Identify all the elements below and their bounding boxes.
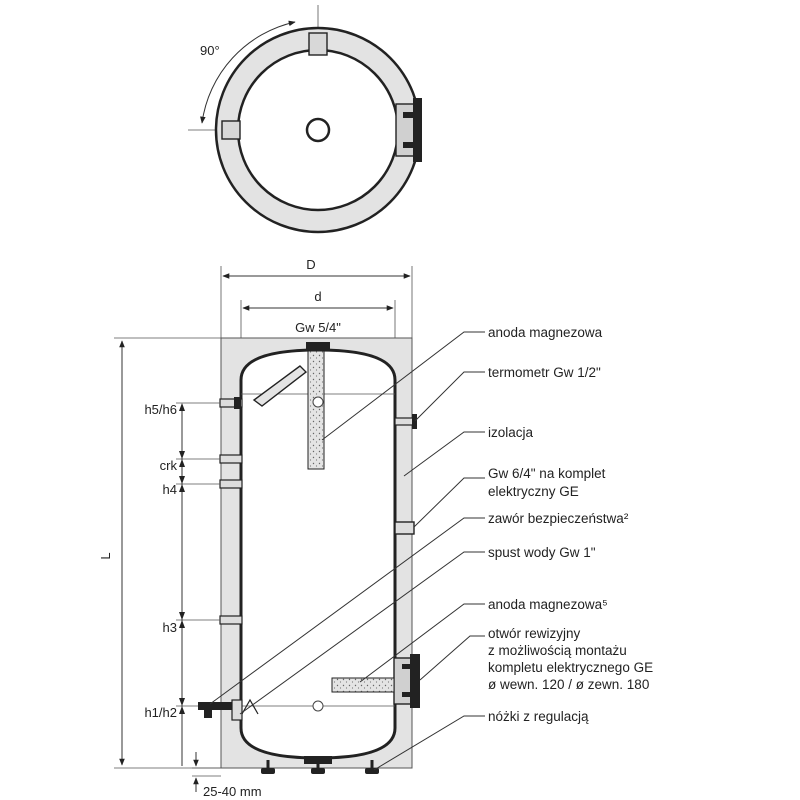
callout-drain: spust wody Gw 1" [488, 545, 596, 560]
thermometer-sleeve-lower [312, 700, 324, 712]
leader-thermometer [414, 371, 485, 422]
callout-inspection-line4: ø wewn. 120 / ø zewn. 180 [488, 677, 649, 692]
leader-feet [373, 715, 485, 771]
callout-safety-valve: zawór bezpieczeństwa² [488, 511, 629, 526]
height-mark-label: h3 [163, 620, 177, 635]
magnesium-anode-vertical [307, 350, 325, 470]
top-connection-label: Gw 5/4" [295, 320, 341, 335]
height-mark-label: crk [160, 458, 178, 473]
thermometer-sleeve-upper [312, 396, 324, 408]
electric-heater-socket [394, 521, 415, 535]
callout-thermometer: termometr Gw 1/2" [488, 365, 601, 380]
leader-drain [239, 551, 485, 715]
fitting-h3 [219, 615, 243, 625]
leader-inspection-opening [419, 635, 485, 681]
callout-inspection-line2: z możliwością montażu [488, 643, 627, 658]
callout-leaders [209, 331, 485, 771]
leader-insulation [403, 431, 485, 477]
outer-diameter-label: D [306, 257, 315, 272]
total-height-label: L [98, 552, 113, 559]
top-view: 90° [188, 5, 422, 234]
callout-heater-socket-line1: Gw 6/4" na komplet [488, 466, 606, 481]
rotation-arc-arrow [200, 20, 296, 124]
height-mark-label: h4 [163, 482, 177, 497]
tank-vessel [239, 348, 397, 760]
leader-heater-socket [413, 477, 485, 528]
height-mark-label: h5/h6 [144, 402, 177, 417]
callout-texts: anoda magnezowa termometr Gw 1/2" izolac… [488, 325, 653, 724]
height-dimensions: L h5/h6 crk h4 h3 h1/h2 25-40 mm [98, 337, 262, 799]
fitting-h4 [219, 479, 243, 489]
callout-anode-bottom: anoda magnezowa⁵ [488, 597, 608, 612]
callout-feet: nóżki z regulacją [488, 709, 589, 724]
angle-label: 90° [200, 43, 220, 58]
top-connection-fitting [306, 342, 330, 351]
leader-safety-valve [209, 517, 485, 705]
feet-range-label: 25-40 mm [203, 784, 262, 799]
top-view-flange [395, 98, 422, 162]
thermometer-socket [394, 414, 417, 429]
adjustable-foot-left [261, 760, 275, 774]
inner-diameter-label: d [314, 289, 321, 304]
bottom-drain-fitting [304, 756, 332, 764]
top-view-top-fitting [308, 32, 328, 56]
callout-heater-socket-line2: elektryczny GE [488, 484, 579, 499]
fitting-crk [219, 454, 243, 464]
top-view-center-connection [305, 117, 331, 143]
callout-inspection-line3: kompletu elektrycznego GE [488, 660, 653, 675]
callout-insulation: izolacja [488, 425, 534, 440]
diameter-dimensions: D d Gw 5/4" [220, 257, 413, 360]
fitting-h1-h2 [198, 698, 259, 721]
angled-top-pipe [252, 365, 308, 407]
tank-side-view [198, 337, 420, 774]
leader-anode-top [321, 331, 485, 441]
leader-anode-bottom [359, 603, 485, 683]
callout-anode-top: anoda magnezowa [488, 325, 603, 340]
fitting-h5-h6 [219, 397, 243, 409]
inspection-flange [393, 654, 420, 708]
height-mark-label: h1/h2 [144, 705, 177, 720]
top-view-left-fitting [221, 120, 241, 140]
magnesium-anode-horizontal [331, 677, 395, 693]
adjustable-foot-middle [311, 762, 325, 774]
callout-inspection-line1: otwór rewizyjny [488, 626, 581, 641]
